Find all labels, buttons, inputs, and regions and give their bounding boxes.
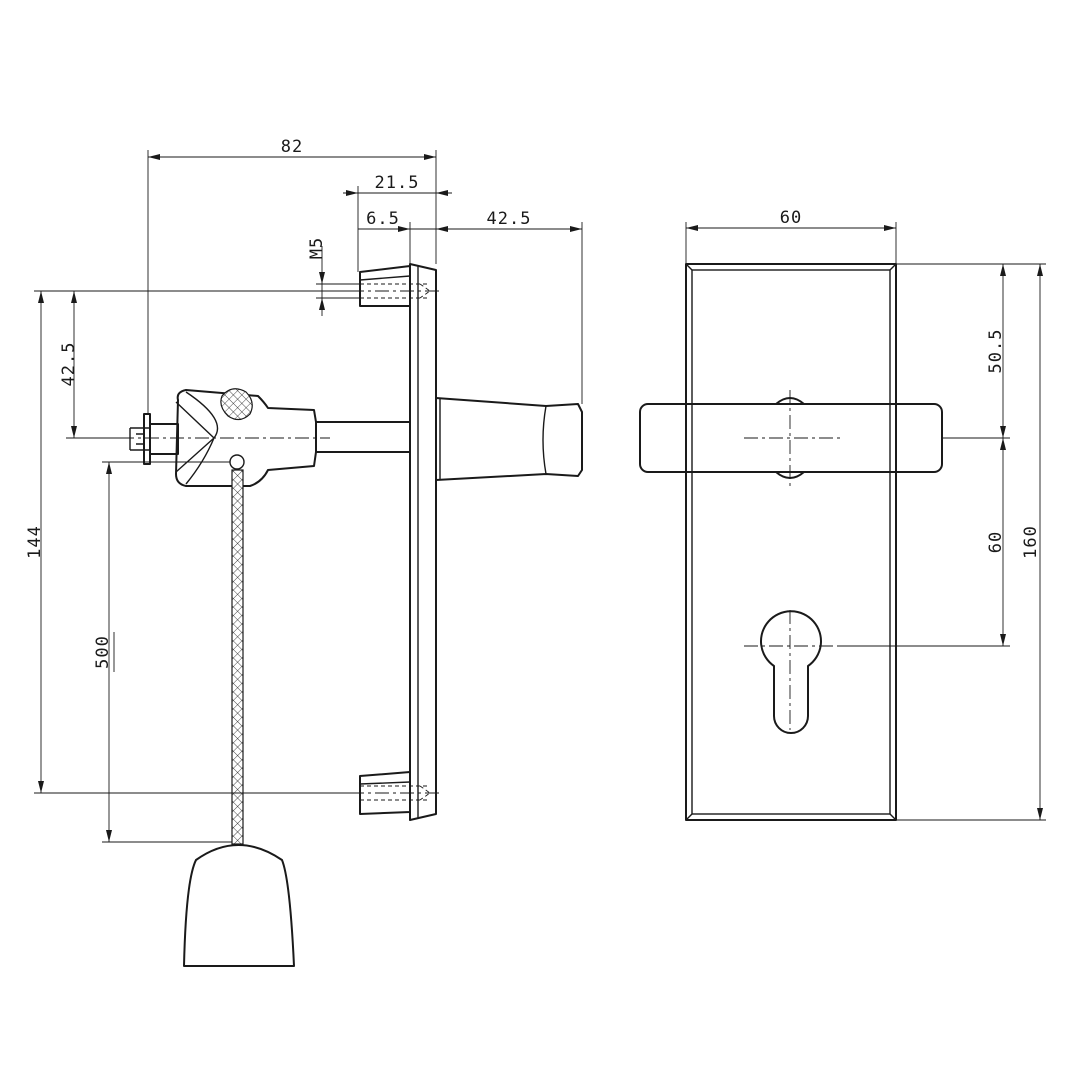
pull-weight: [183, 844, 295, 967]
dim-screw-spacing: 144: [25, 525, 45, 559]
dim-plate-width: 60: [780, 208, 802, 228]
front-view: [639, 263, 943, 821]
side-back-plate: [409, 263, 437, 821]
pull-cord: [231, 469, 244, 845]
top-screw-boss: [359, 265, 431, 307]
dim-overall-depth: 82: [281, 137, 303, 157]
spindle-end: [129, 413, 179, 465]
dim-rose-to-spindle: 21.5: [375, 173, 420, 193]
spindle-shaft: [316, 421, 411, 453]
dim-screw-to-axis: 42.5: [59, 342, 79, 387]
dim-cord-length: 500: [93, 635, 113, 669]
dim-top-to-axis: 50.5: [986, 329, 1006, 374]
dim-handle-to-cylinder: 60: [986, 531, 1006, 553]
dim-handle-projection: 42.5: [487, 209, 532, 229]
dim-rose-thickness: 6.5: [366, 209, 400, 229]
dimension-lines: [34, 150, 1046, 843]
dimension-labels: 82 21.5 6.5 42.5 M5 42.5 144 500 60 50.5…: [25, 137, 1041, 669]
dim-plate-height: 160: [1021, 525, 1041, 559]
cord-coupling-hub: [175, 388, 317, 487]
dim-screw-thread: M5: [307, 237, 327, 259]
cylinder-keyhole: [760, 610, 822, 734]
bottom-screw-boss: [359, 771, 431, 815]
side-handle-lever: [435, 397, 583, 481]
side-view: [120, 263, 583, 967]
front-back-plate: [685, 263, 897, 821]
